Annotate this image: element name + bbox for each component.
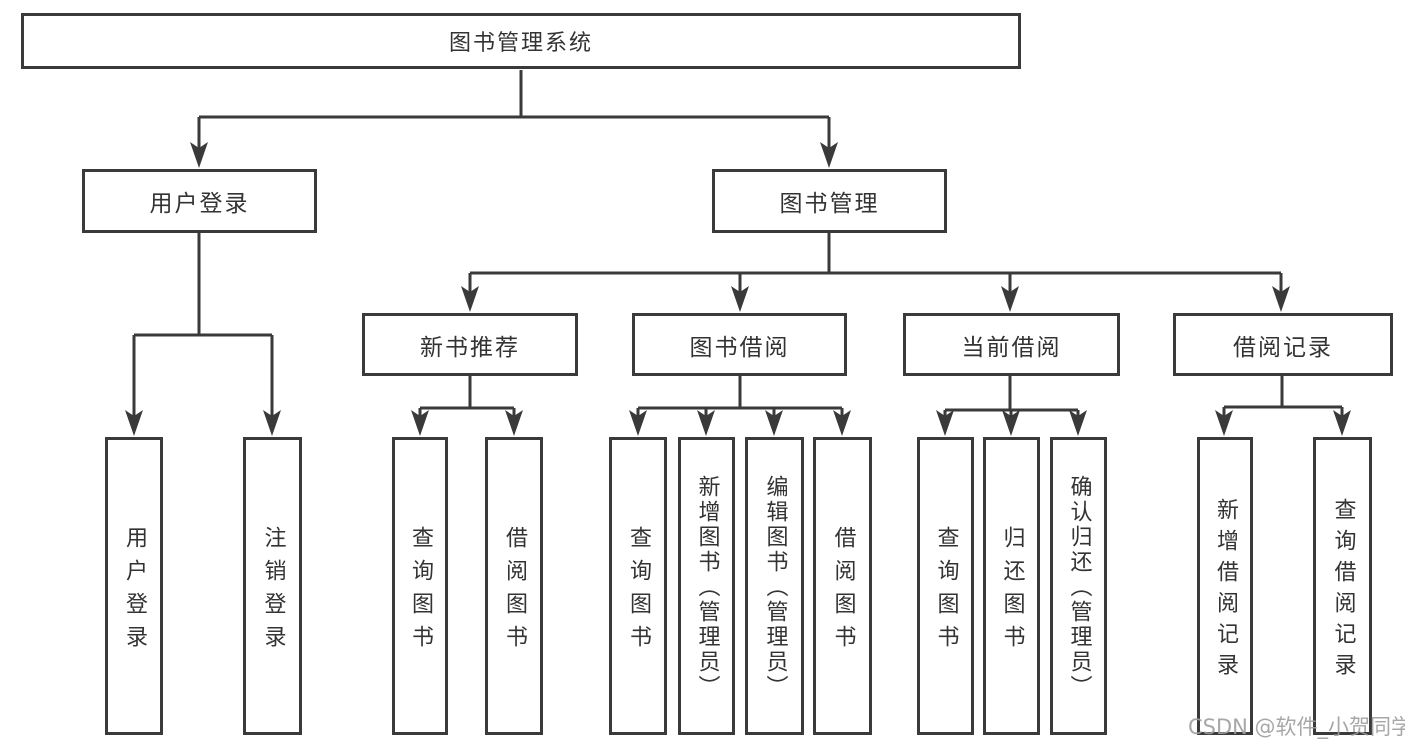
node-root-label: 图书管理系统 (448, 31, 593, 56)
leaf-edit-book-label: 编辑图书（管理员） (762, 475, 788, 700)
node-book-borrow: 图书借阅 (632, 313, 847, 376)
leaf-borrow-book-1: 借阅图书 (485, 437, 543, 735)
node-user-login: 用户登录 (82, 169, 317, 233)
arrowhead-icon (697, 410, 715, 436)
leaf-query-record: 查询借阅记录 (1313, 437, 1372, 735)
arrowhead-icon (1272, 286, 1290, 312)
arrowhead-icon (263, 410, 281, 436)
arrowhead-icon (629, 410, 647, 436)
node-book-mgmt: 图书管理 (712, 169, 947, 233)
edge-borrow-record-to-children (1222, 376, 1344, 418)
leaf-add-record: 新增借阅记录 (1197, 437, 1253, 735)
leaf-query-book-2-label: 查询图书 (626, 525, 651, 658)
leaf-logout-label: 注销登录 (260, 525, 286, 658)
edge-new-book-rec-to-children (418, 376, 516, 418)
leaf-query-book-1: 查询图书 (392, 437, 448, 735)
arrowhead-icon (765, 410, 783, 436)
node-borrow-record-label: 借阅记录 (1233, 334, 1333, 361)
node-book-borrow-label: 图书借阅 (689, 334, 790, 361)
node-root: 图书管理系统 (21, 13, 1021, 69)
leaf-confirm-return-label: 确认归还（管理员） (1066, 475, 1092, 700)
arrowhead-icon (1069, 410, 1087, 436)
leaf-edit-book: 编辑图书（管理员） (745, 437, 804, 735)
arrowhead-icon (411, 410, 429, 436)
arrowhead-icon (125, 410, 143, 436)
leaf-add-book-label: 新增图书（管理员） (694, 475, 720, 700)
arrowhead-icon (1333, 410, 1351, 436)
edge-book-mgmt-to-children (468, 233, 1283, 294)
leaf-query-record-label: 查询借阅记录 (1330, 497, 1356, 684)
leaf-return-book-label: 归还图书 (999, 525, 1025, 658)
node-new-book-rec-label: 新书推荐 (420, 334, 520, 361)
leaf-confirm-return: 确认归还（管理员） (1050, 437, 1107, 735)
arrowhead-icon (1002, 410, 1020, 436)
leaf-query-book-2: 查询图书 (609, 437, 667, 735)
node-new-book-rec: 新书推荐 (362, 313, 578, 376)
node-book-mgmt-label: 图书管理 (779, 191, 880, 217)
arrowhead-icon (505, 410, 523, 436)
node-current-borrow: 当前借阅 (903, 313, 1120, 376)
leaf-return-book: 归还图书 (983, 437, 1040, 735)
leaf-add-book: 新增图书（管理员） (678, 437, 735, 735)
csdn-watermark: CSDN @软件_小贺同学 (1188, 715, 1405, 739)
leaf-borrow-book-1-label: 借阅图书 (502, 525, 527, 658)
edge-book-borrow-to-children (636, 376, 844, 418)
arrowhead-icon (461, 286, 479, 312)
edge-root-to-level2 (197, 70, 831, 150)
arrowhead-icon (820, 142, 838, 168)
leaf-borrow-book-2: 借阅图书 (813, 437, 872, 735)
arrowheads (125, 142, 1351, 436)
leaf-borrow-book-2-label: 借阅图书 (830, 525, 856, 658)
leaf-add-record-label: 新增借阅记录 (1213, 497, 1238, 684)
leaf-user-login-label: 用户登录 (122, 525, 147, 658)
node-current-borrow-label: 当前借阅 (961, 334, 1062, 361)
leaf-user-login: 用户登录 (105, 437, 163, 735)
leaf-query-book-1-label: 查询图书 (408, 525, 433, 658)
leaf-query-book-3: 查询图书 (917, 437, 974, 735)
arrowhead-icon (1215, 410, 1233, 436)
arrowhead-icon (190, 142, 208, 168)
edge-current-borrow-to-children (943, 376, 1080, 418)
arrowhead-icon (833, 410, 851, 436)
edge-user-login-to-children (132, 233, 274, 418)
leaf-logout: 注销登录 (243, 437, 302, 735)
node-borrow-record: 借阅记录 (1173, 313, 1393, 376)
arrowhead-icon (1001, 286, 1019, 312)
leaf-query-book-3-label: 查询图书 (933, 525, 959, 658)
arrowhead-icon (731, 286, 749, 312)
arrowhead-icon (936, 410, 954, 436)
node-user-login-label: 用户登录 (149, 191, 250, 217)
